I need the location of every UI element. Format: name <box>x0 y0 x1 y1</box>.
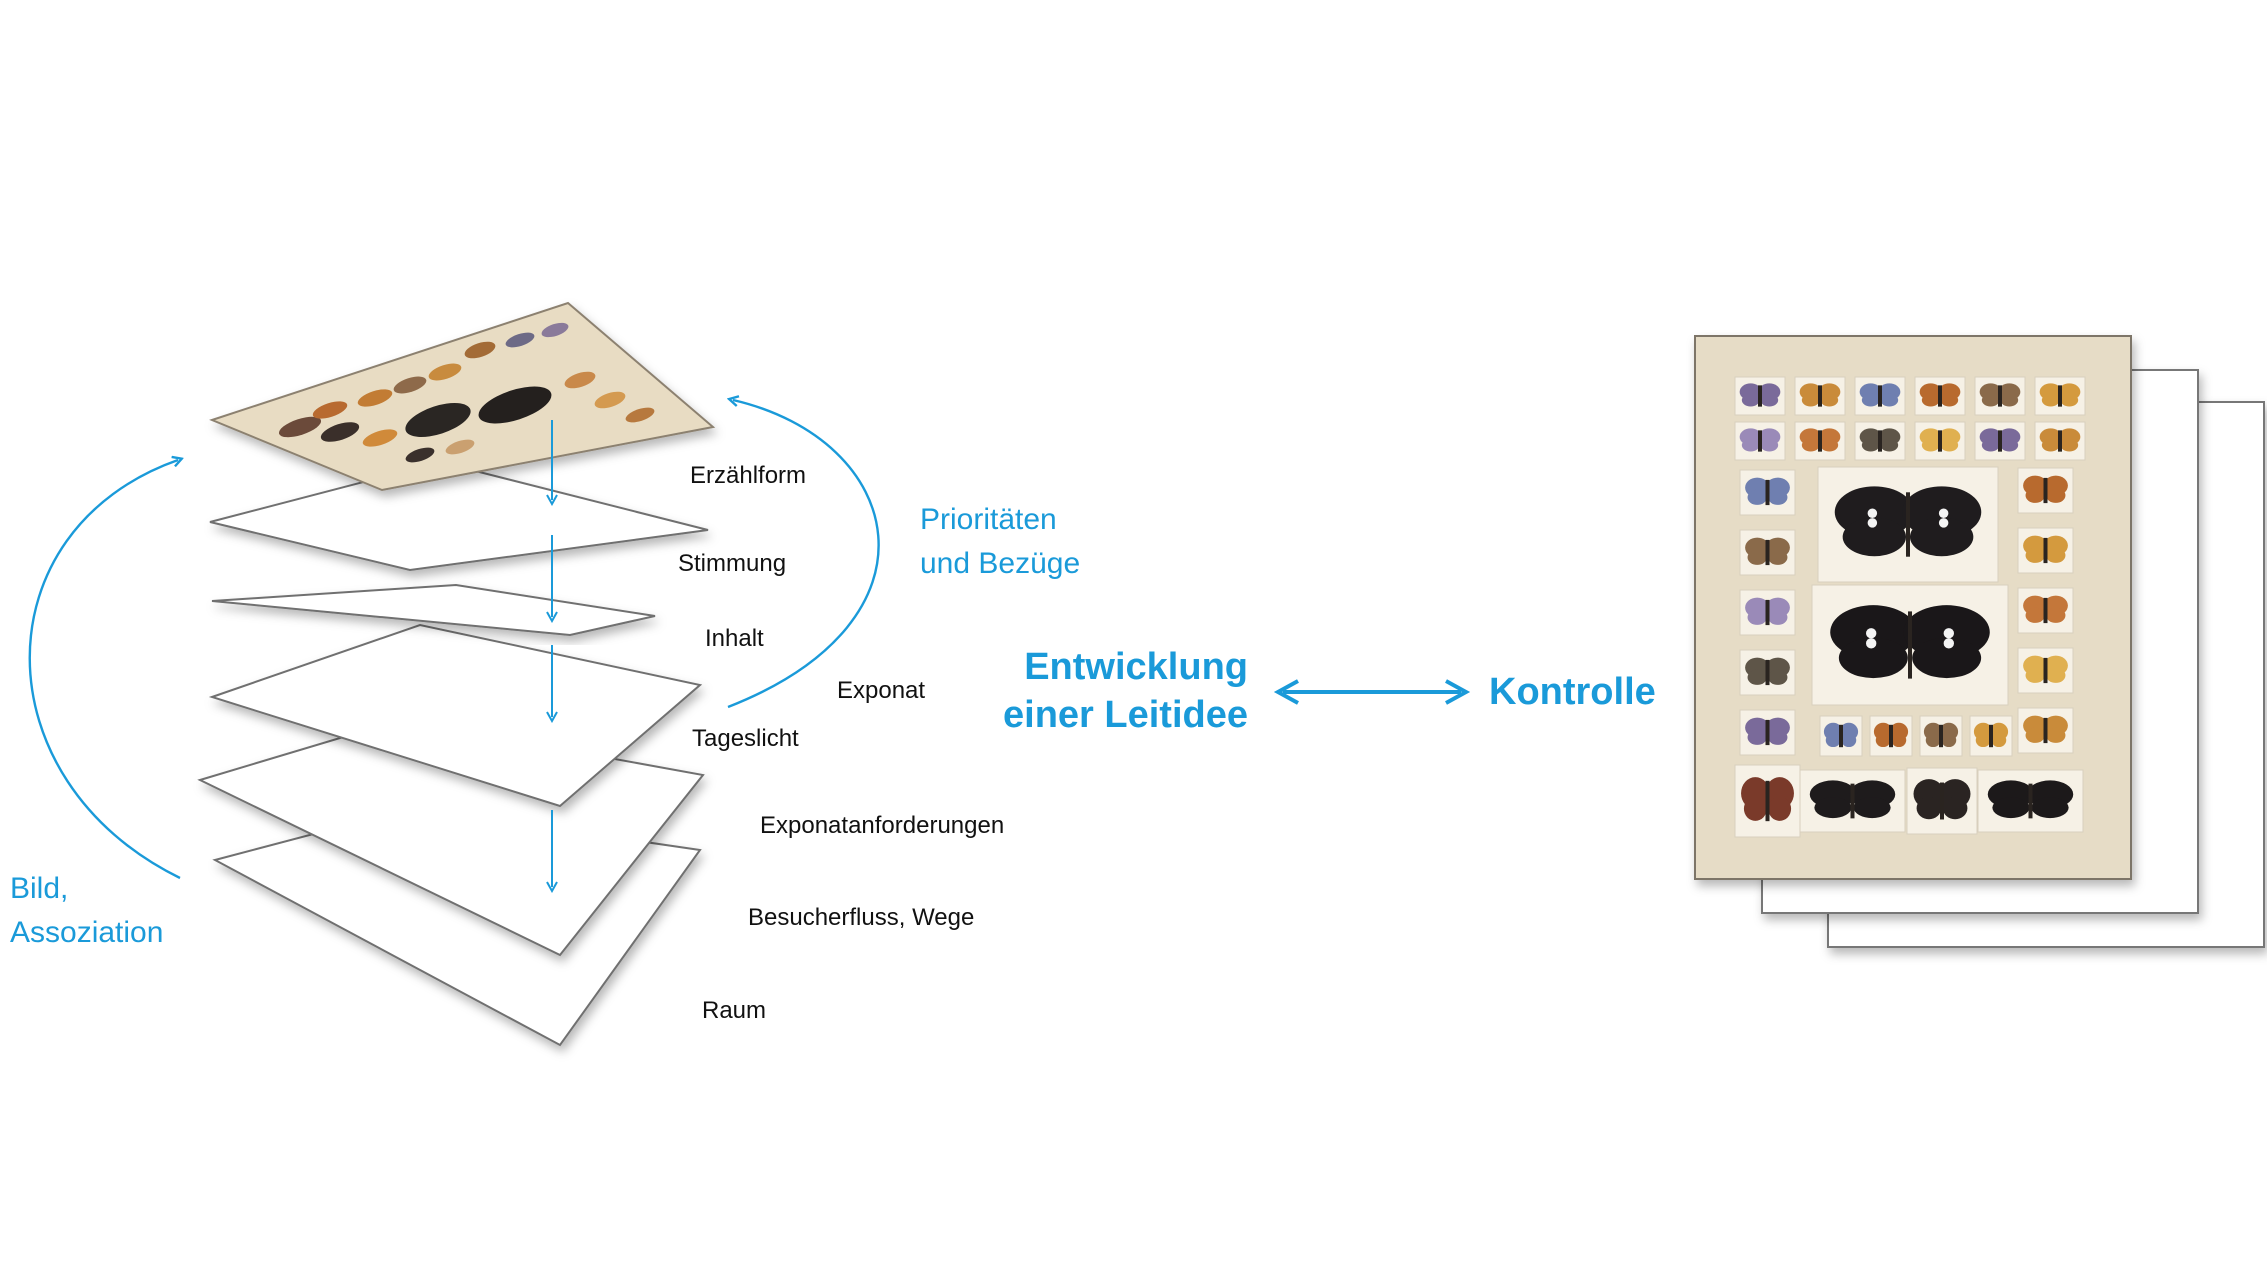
top-image-plate <box>209 301 716 492</box>
butterfly-icon <box>1809 780 1896 819</box>
butterfly-icon <box>1919 428 1961 452</box>
butterfly-icon <box>1987 780 2074 819</box>
label-raum: Raum <box>702 997 767 1024</box>
butterfly-card <box>1739 589 1796 636</box>
butterfly-icon <box>1799 428 1841 452</box>
butterfly-card <box>1739 469 1796 516</box>
butterfly-icon <box>1859 383 1901 407</box>
butterfly-icon <box>1873 722 1909 748</box>
center-title-line2: einer Leitidee <box>1003 694 1248 736</box>
butterfly-card <box>1854 421 1906 461</box>
butterfly-icon <box>1973 722 2009 748</box>
layer-stack <box>197 301 716 1047</box>
butterfly-card <box>1734 376 1786 416</box>
control-label: Kontrolle <box>1489 671 1656 713</box>
label-besucherfluss: Besucherfluss, Wege <box>748 904 975 931</box>
layer-stimmung <box>209 460 709 572</box>
butterfly-card <box>1794 376 1846 416</box>
butterfly-icon <box>2023 715 2068 744</box>
butterfly-card <box>2034 421 2086 461</box>
paper-stack <box>1694 335 2265 948</box>
label-erzaehlform: Erzählform <box>690 462 807 489</box>
butterfly-card <box>1734 764 1801 838</box>
butterfly-card <box>1854 376 1906 416</box>
butterfly-icon <box>1823 722 1859 748</box>
label-stimmung: Stimmung <box>678 550 787 577</box>
butterfly-icon <box>1859 428 1901 452</box>
butterfly-icon <box>1745 477 1790 506</box>
butterfly-card <box>1799 769 1906 833</box>
butterfly-icon <box>1979 428 2021 452</box>
butterfly-card <box>1739 649 1796 696</box>
butterfly-card <box>1974 376 2026 416</box>
butterfly-icon <box>2023 595 2068 624</box>
label-exponatanforderungen: Exponatanforderungen <box>760 812 1005 839</box>
caption-right-line2: und Bezüge <box>920 547 1081 580</box>
layer-inhalt <box>211 583 656 637</box>
butterfly-icon <box>2023 535 2068 564</box>
butterfly-icon <box>2039 383 2081 407</box>
butterfly-icon <box>1979 383 2021 407</box>
butterfly-icon <box>2023 475 2068 504</box>
butterfly-card <box>1794 421 1846 461</box>
caption-left-line1: Bild, <box>10 872 69 905</box>
label-inhalt: Inhalt <box>705 625 764 652</box>
butterfly-card <box>1914 421 1966 461</box>
center-title: Entwicklung einer Leitidee <box>985 643 1248 739</box>
butterfly-card <box>2017 707 2074 754</box>
butterfly-card <box>2017 467 2074 514</box>
caption-right: Prioritäten und Bezüge <box>920 498 1080 586</box>
butterfly-icon <box>1739 383 1781 407</box>
butterfly-card <box>1969 715 2013 757</box>
butterfly-icon <box>1745 537 1790 566</box>
arc-arrow-left <box>28 460 180 880</box>
butterfly-icon <box>1913 779 1971 820</box>
butterfly-icon <box>1830 605 1990 679</box>
butterfly-card <box>2017 587 2074 634</box>
butterfly-card <box>1919 715 1963 757</box>
butterfly-icon <box>1834 486 1982 557</box>
butterfly-icon <box>1919 383 1961 407</box>
butterfly-icon <box>2039 428 2081 452</box>
butterfly-card <box>1819 715 1863 757</box>
butterfly-card <box>1977 769 2084 833</box>
butterfly-icon <box>2023 655 2068 684</box>
butterfly-grid <box>1734 376 2086 838</box>
bidirectional-arrow <box>1273 679 1471 705</box>
butterfly-icon <box>1741 777 1794 822</box>
caption-right-line1: Prioritäten <box>920 503 1057 536</box>
butterfly-card <box>2034 376 2086 416</box>
butterfly-card <box>1974 421 2026 461</box>
center-title-line1: Entwicklung <box>1024 646 1248 688</box>
butterfly-icon <box>1739 428 1781 452</box>
butterfly-card <box>1869 715 1913 757</box>
label-tageslicht: Tageslicht <box>692 725 799 752</box>
caption-left: Bild, Assoziation <box>10 867 163 955</box>
butterfly-icons-top <box>278 322 655 463</box>
butterfly-card <box>1817 466 1999 583</box>
butterfly-card <box>2017 527 2074 574</box>
butterfly-card <box>1914 376 1966 416</box>
arc-arrow-right <box>728 400 880 709</box>
butterfly-card <box>1811 584 2009 706</box>
butterfly-card <box>1906 767 1978 835</box>
butterfly-card <box>1739 529 1796 576</box>
layer-tageslicht <box>208 623 703 808</box>
butterfly-icon <box>1745 597 1790 626</box>
butterfly-icon <box>1799 383 1841 407</box>
butterfly-card <box>1734 421 1786 461</box>
caption-left-line2: Assoziation <box>10 916 164 949</box>
butterfly-card <box>1739 709 1796 756</box>
label-exponat: Exponat <box>837 677 926 704</box>
butterfly-icon <box>1745 717 1790 746</box>
butterfly-icon <box>1745 657 1790 686</box>
butterfly-icon <box>1923 722 1959 748</box>
butterfly-card <box>2017 647 2074 694</box>
